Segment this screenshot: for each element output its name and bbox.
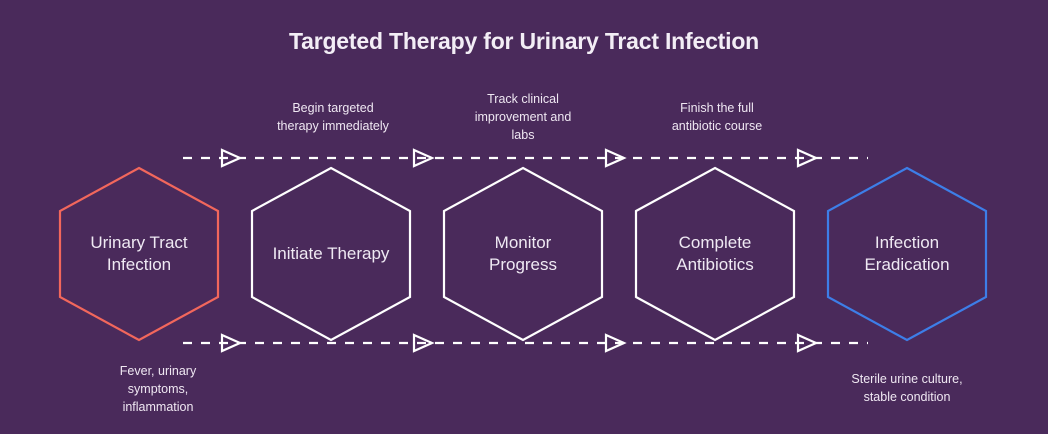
caption-bottom-step-1-line3: inflammation bbox=[122, 400, 194, 415]
hexagon-step-5[interactable] bbox=[826, 166, 988, 342]
caption-top-step-3-line3: labs bbox=[511, 128, 535, 143]
bottom-connector-line bbox=[183, 333, 868, 353]
caption-top-step-3-line2: improvement and bbox=[474, 110, 572, 125]
caption-top-step-2: Begin targeted therapy immediately bbox=[253, 99, 413, 135]
bottom-arrowhead-3 bbox=[604, 333, 627, 353]
caption-top-step-4-line2: antibiotic course bbox=[671, 119, 763, 134]
bottom-arrowhead-4 bbox=[796, 333, 819, 353]
caption-top-step-3: Track clinical improvement and labs bbox=[443, 90, 603, 144]
caption-top-step-4: Finish the full antibiotic course bbox=[637, 99, 797, 135]
bottom-arrowhead-1 bbox=[220, 333, 243, 353]
hexagon-step-1[interactable] bbox=[58, 166, 220, 342]
top-arrowhead-4 bbox=[796, 148, 819, 168]
caption-bottom-step-1-line1: Fever, urinary bbox=[119, 364, 197, 378]
caption-bottom-step-1-line2: symptoms, bbox=[127, 382, 189, 397]
caption-bottom-step-1: Fever, urinary symptoms, inflammation bbox=[78, 362, 238, 416]
caption-top-step-4-line1: Finish the full bbox=[680, 101, 754, 115]
top-arrowhead-1 bbox=[220, 148, 243, 168]
caption-top-step-2-line2: therapy immediately bbox=[277, 119, 389, 134]
caption-top-step-3-line1: Track clinical bbox=[487, 92, 559, 106]
top-arrowhead-3 bbox=[604, 148, 627, 168]
hexagon-step-3[interactable] bbox=[442, 166, 604, 342]
top-connector-line bbox=[183, 148, 868, 168]
caption-bottom-step-5-line1: Sterile urine culture, bbox=[851, 372, 963, 386]
top-arrowhead-2 bbox=[412, 148, 435, 168]
bottom-arrowhead-2 bbox=[412, 333, 435, 353]
hexagon-step-2[interactable] bbox=[250, 166, 412, 342]
page-title: Targeted Therapy for Urinary Tract Infec… bbox=[288, 28, 760, 54]
caption-top-step-2-line1: Begin targeted bbox=[292, 101, 374, 115]
hexagon-step-4[interactable] bbox=[634, 166, 796, 342]
caption-bottom-step-5-line2: stable condition bbox=[863, 390, 951, 405]
caption-bottom-step-5: Sterile urine culture, stable condition bbox=[817, 370, 997, 406]
